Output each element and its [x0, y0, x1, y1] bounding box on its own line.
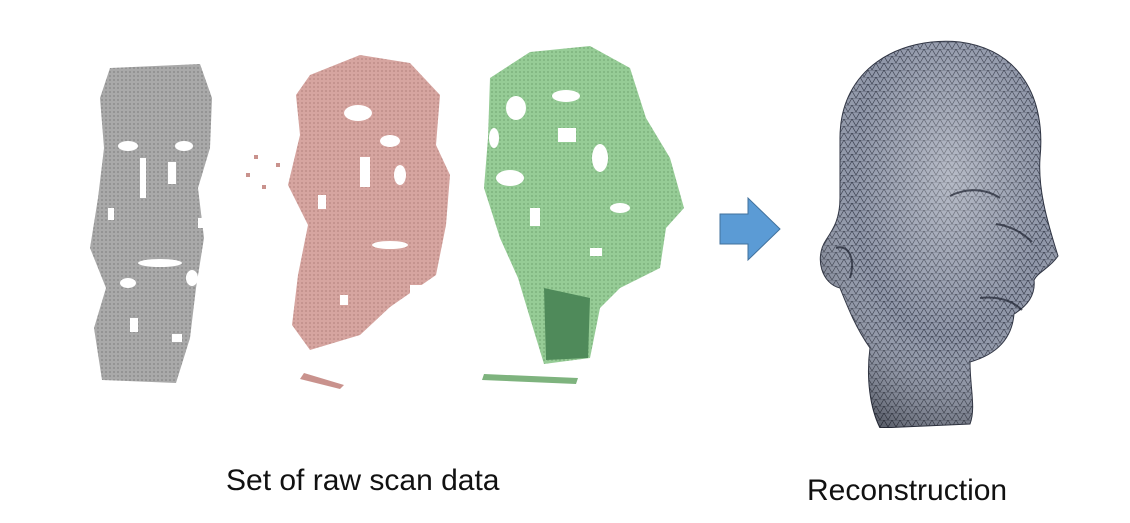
raw-scan-gray — [80, 58, 230, 388]
raw-scan-green — [470, 38, 690, 393]
reconstruction-caption: Reconstruction — [807, 474, 1008, 507]
right-arrow-icon — [718, 196, 782, 267]
reconstruction-mesh — [800, 28, 1060, 428]
raw-scan-pink — [240, 45, 470, 390]
raw-scan-caption: Set of raw scan data — [226, 464, 500, 497]
